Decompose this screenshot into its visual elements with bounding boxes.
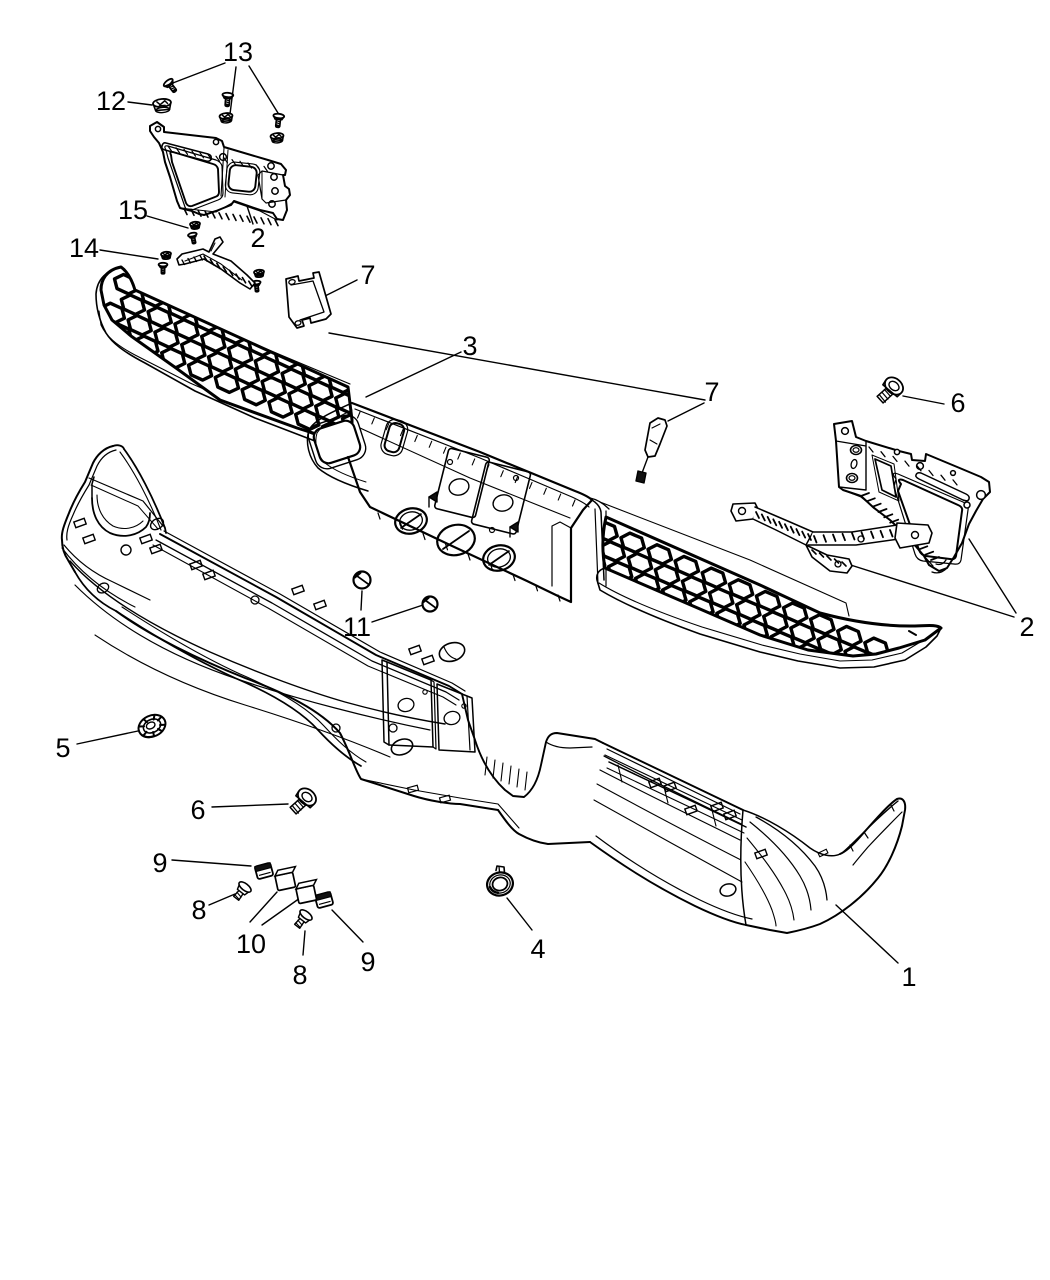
- svg-text:7: 7: [360, 260, 375, 290]
- svg-text:14: 14: [69, 233, 99, 263]
- svg-text:6: 6: [950, 388, 965, 418]
- svg-text:6: 6: [190, 795, 205, 825]
- svg-text:9: 9: [360, 947, 375, 977]
- svg-text:3: 3: [462, 331, 477, 361]
- svg-text:2: 2: [1019, 612, 1034, 642]
- svg-text:5: 5: [55, 733, 70, 763]
- svg-text:7: 7: [704, 377, 719, 407]
- svg-text:15: 15: [118, 195, 148, 225]
- svg-text:8: 8: [292, 960, 307, 990]
- svg-text:1: 1: [901, 962, 916, 992]
- svg-text:8: 8: [191, 895, 206, 925]
- svg-text:2: 2: [250, 223, 265, 253]
- svg-text:9: 9: [152, 848, 167, 878]
- svg-text:13: 13: [223, 37, 253, 67]
- svg-text:4: 4: [530, 934, 545, 964]
- svg-text:12: 12: [96, 86, 126, 116]
- svg-text:10: 10: [236, 929, 266, 959]
